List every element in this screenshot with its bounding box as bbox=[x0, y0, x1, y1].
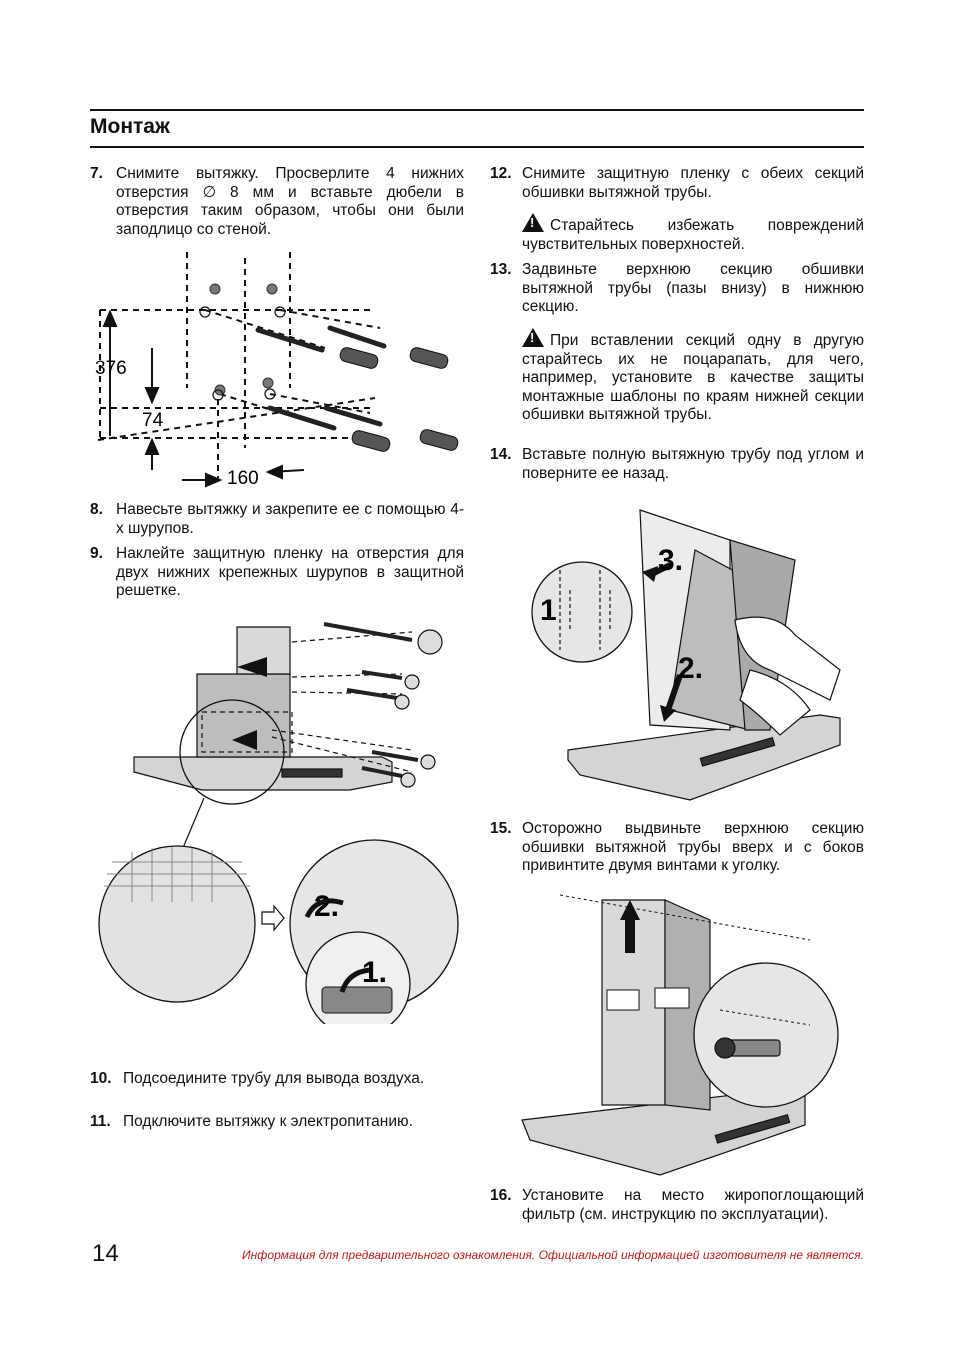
dimension-376: 376 bbox=[95, 358, 127, 379]
dimension-74: 74 bbox=[142, 410, 164, 431]
inset-label-1: 1 bbox=[540, 594, 557, 627]
step-number: 7. bbox=[90, 165, 103, 182]
step-text: Наклейте защитную пленку на отверстия дл… bbox=[116, 545, 464, 599]
warning-2: При вставлении секций одну в другую стар… bbox=[522, 328, 864, 425]
step-label-2: 2. bbox=[678, 652, 703, 685]
step-text: Снимите вытяжку. Просверлите 4 нижних от… bbox=[116, 165, 464, 238]
step-15: 15. Осторожно выдвиньте верхнюю секцию о… bbox=[490, 820, 864, 876]
chimney-extend-diagram bbox=[521, 894, 839, 1176]
title-rule bbox=[90, 146, 864, 148]
step-11: 11. Подключите вытяжку к электропитанию. bbox=[90, 1113, 464, 1132]
step-number: 14. bbox=[490, 446, 512, 463]
footer-disclaimer: Информация для предварительного ознакомл… bbox=[242, 1248, 864, 1262]
step-number: 16. bbox=[490, 1187, 512, 1204]
warning-1: Старайтесь избежать повреждений чувствит… bbox=[522, 213, 864, 254]
step-12: 12. Снимите защитную пленку с обеих секц… bbox=[490, 165, 864, 202]
step-text: Снимите защитную пленку с обеих секций о… bbox=[522, 165, 864, 201]
warning-icon bbox=[522, 328, 544, 347]
top-rule bbox=[90, 109, 864, 111]
step-10: 10. Подсоедините трубу для вывода воздух… bbox=[90, 1070, 464, 1089]
hood-screws-diagram: 2. 1. bbox=[98, 622, 459, 1024]
step-13: 13. Задвиньте верхнюю секцию обшивки выт… bbox=[490, 261, 864, 317]
step-text: Навесьте вытяжку и закрепите ее с помощь… bbox=[116, 501, 464, 537]
step-number: 13. bbox=[490, 261, 512, 278]
chimney-insert-diagram: 3. 2. 1 bbox=[531, 509, 841, 801]
page-title: Монтаж bbox=[90, 115, 170, 138]
step-text: Установите на место жиропоглощающий филь… bbox=[522, 1187, 864, 1223]
step-16: 16. Установите на место жиропоглощающий … bbox=[490, 1187, 864, 1224]
step-text: Задвиньте верхнюю секцию обшивки вытяжно… bbox=[522, 261, 864, 315]
step-label-3: 3. bbox=[658, 544, 683, 577]
dimension-160: 160 bbox=[227, 468, 259, 489]
step-7: 7. Снимите вытяжку. Просверлите 4 нижних… bbox=[90, 165, 464, 239]
warning-icon bbox=[522, 213, 544, 232]
step-text: Подсоедините трубу для вывода воздуха. bbox=[123, 1070, 425, 1087]
step-number: 12. bbox=[490, 165, 512, 182]
step-number: 10. bbox=[90, 1070, 112, 1087]
step-number: 9. bbox=[90, 545, 103, 562]
warning-text: Старайтесь избежать повреждений чувствит… bbox=[522, 217, 864, 253]
step-14: 14. Вставьте полную вытяжную трубу под у… bbox=[490, 446, 864, 483]
drilling-diagram: 376 74 160 bbox=[95, 252, 459, 489]
step-label-1: 1. bbox=[362, 956, 387, 989]
step-text: Осторожно выдвиньте верхнюю секцию обшив… bbox=[522, 820, 864, 874]
step-number: 15. bbox=[490, 820, 512, 837]
step-number: 8. bbox=[90, 501, 103, 518]
page-number: 14 bbox=[92, 1240, 119, 1267]
step-8: 8. Навесьте вытяжку и закрепите ее с пом… bbox=[90, 501, 464, 538]
step-text: Вставьте полную вытяжную трубу под углом… bbox=[522, 446, 864, 482]
step-label-2: 2. bbox=[314, 890, 339, 923]
warning-text: При вставлении секций одну в другую стар… bbox=[522, 332, 864, 423]
step-text: Подключите вытяжку к электропитанию. bbox=[123, 1113, 413, 1130]
step-9: 9. Наклейте защитную пленку на отверстия… bbox=[90, 545, 464, 601]
step-number: 11. bbox=[90, 1113, 111, 1130]
